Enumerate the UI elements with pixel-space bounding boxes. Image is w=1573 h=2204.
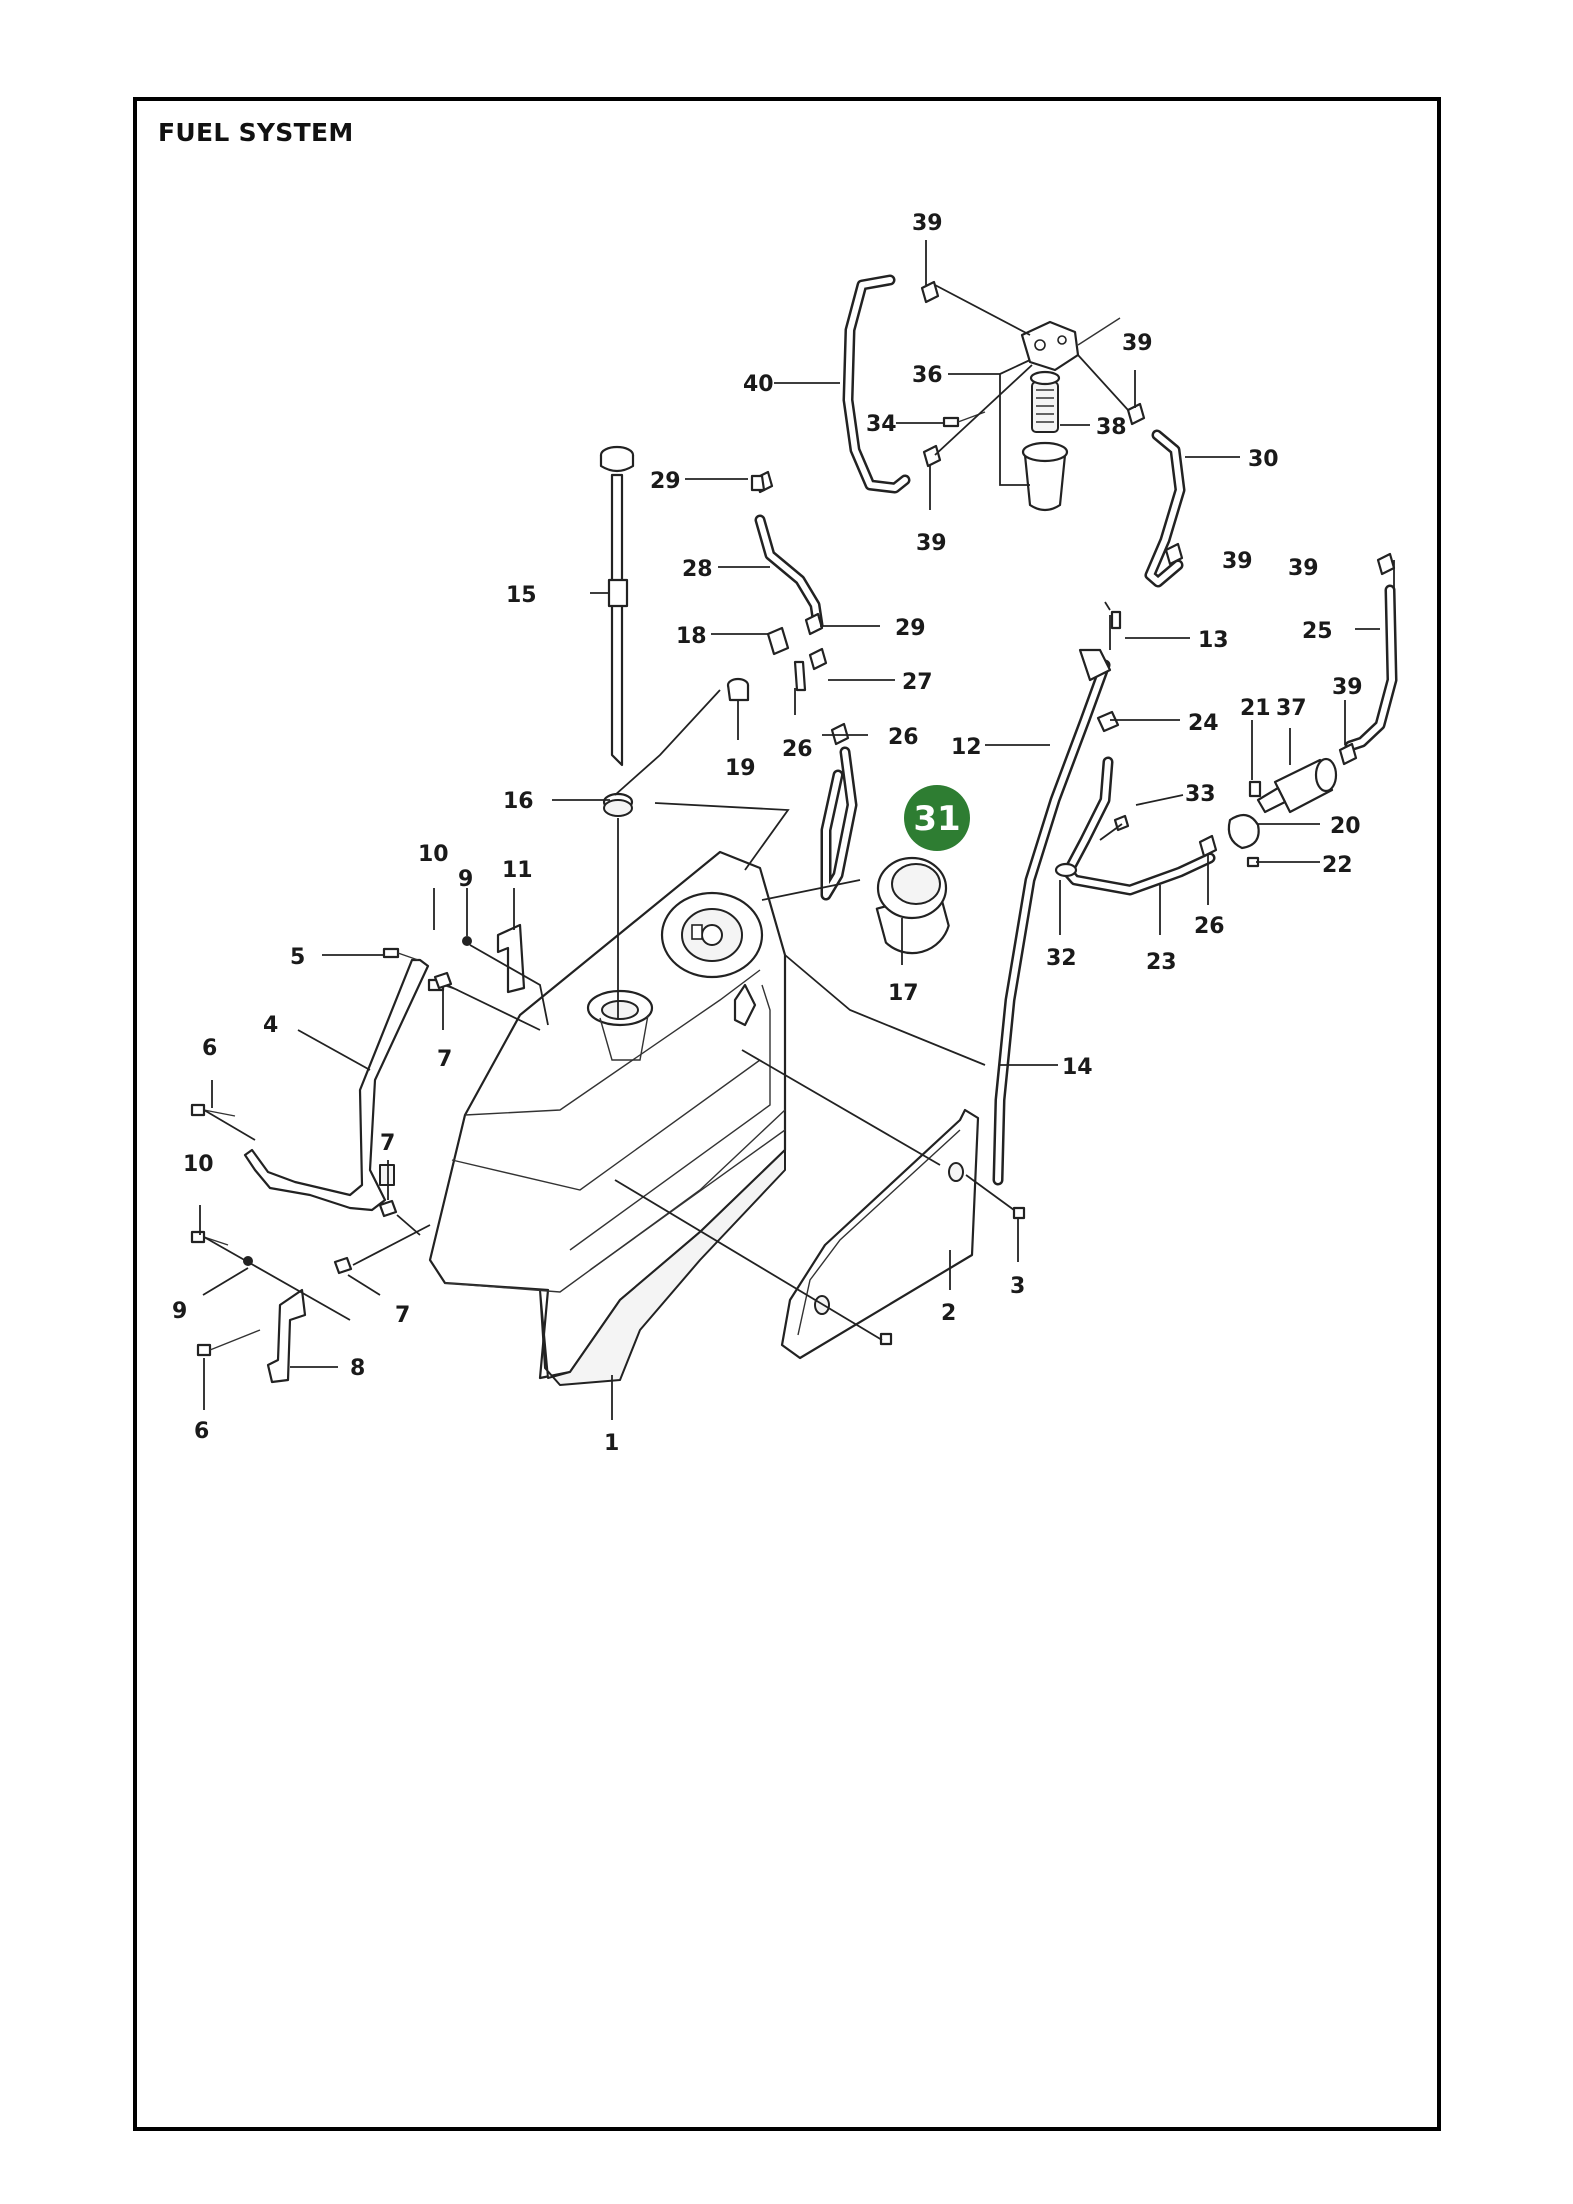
label-2: 2 xyxy=(941,1301,956,1326)
label-12: 12 xyxy=(951,735,982,760)
hose-30 xyxy=(1144,429,1186,588)
label-19: 19 xyxy=(725,756,756,781)
label-22: 22 xyxy=(1322,853,1353,878)
label-40: 40 xyxy=(743,372,774,397)
label-33: 33 xyxy=(1185,782,1216,807)
label-24: 24 xyxy=(1188,711,1219,736)
label-29: 29 xyxy=(650,469,681,494)
label-25: 25 xyxy=(1302,619,1333,644)
label-39: 39 xyxy=(1122,331,1153,356)
label-4: 4 xyxy=(263,1013,278,1038)
label-27: 27 xyxy=(902,670,933,695)
label-26: 26 xyxy=(888,725,919,750)
inline-fuel-filter xyxy=(1227,757,1338,850)
label-39: 39 xyxy=(1288,556,1319,581)
highlight-badge-circle xyxy=(904,785,970,851)
label-1: 1 xyxy=(604,1431,619,1456)
vent-hose xyxy=(820,746,858,901)
label-37: 37 xyxy=(1276,696,1307,721)
label-17: 17 xyxy=(888,981,919,1006)
label-32: 32 xyxy=(1046,946,1077,971)
label-26: 26 xyxy=(782,737,813,762)
label-7: 7 xyxy=(380,1131,395,1156)
label-5: 5 xyxy=(290,945,305,970)
hose-23 xyxy=(1054,756,1216,896)
label-7: 7 xyxy=(437,1047,452,1072)
part-labels: 39 39 40 36 34 38 30 39 29 39 39 28 15 2… xyxy=(172,211,1363,1456)
label-16: 16 xyxy=(503,789,534,814)
label-39: 39 xyxy=(1332,675,1363,700)
hose-25 xyxy=(1344,584,1398,752)
dipstick xyxy=(599,445,635,767)
fasteners xyxy=(190,280,1396,1357)
fuel-cap xyxy=(875,856,950,955)
leader-lines xyxy=(199,240,1395,1420)
label-7: 7 xyxy=(395,1303,410,1328)
label-9: 9 xyxy=(172,1299,187,1324)
label-21: 21 xyxy=(1240,696,1271,721)
fuel-tank xyxy=(428,850,787,1386)
label-13: 13 xyxy=(1198,628,1229,653)
label-34: 34 xyxy=(866,412,897,437)
fuel-line xyxy=(992,648,1112,1186)
label-18: 18 xyxy=(676,624,707,649)
highlight-badge[interactable]: 31 xyxy=(904,785,970,851)
label-6: 6 xyxy=(202,1036,217,1061)
label-10: 10 xyxy=(183,1152,214,1177)
label-23: 23 xyxy=(1146,950,1177,975)
bracket-lower xyxy=(266,1288,307,1384)
label-11: 11 xyxy=(502,858,533,883)
label-39: 39 xyxy=(916,531,947,556)
highlight-badge-label: 31 xyxy=(913,799,960,839)
label-39: 39 xyxy=(1222,549,1253,574)
label-26: 26 xyxy=(1194,914,1225,939)
grommet xyxy=(602,792,634,817)
label-14: 14 xyxy=(1062,1055,1093,1080)
page-title: FUEL SYSTEM xyxy=(158,118,354,147)
fuel-filter-assembly xyxy=(1020,317,1121,512)
label-38: 38 xyxy=(1096,415,1127,440)
label-28: 28 xyxy=(682,557,713,582)
label-29: 29 xyxy=(895,616,926,641)
hose-28 xyxy=(754,514,824,631)
label-3: 3 xyxy=(1010,1274,1025,1299)
bracket-upper xyxy=(496,923,526,994)
label-36: 36 xyxy=(912,363,943,388)
diagram-frame xyxy=(133,97,1441,2131)
label-9: 9 xyxy=(458,867,473,892)
label-15: 15 xyxy=(506,583,537,608)
label-30: 30 xyxy=(1248,447,1279,472)
label-6: 6 xyxy=(194,1419,209,1444)
support-rail xyxy=(243,958,430,1212)
label-39: 39 xyxy=(912,211,943,236)
label-20: 20 xyxy=(1330,814,1361,839)
label-8: 8 xyxy=(350,1356,365,1381)
hose-40 xyxy=(842,274,911,494)
side-panel xyxy=(780,1108,980,1360)
label-10: 10 xyxy=(418,842,449,867)
